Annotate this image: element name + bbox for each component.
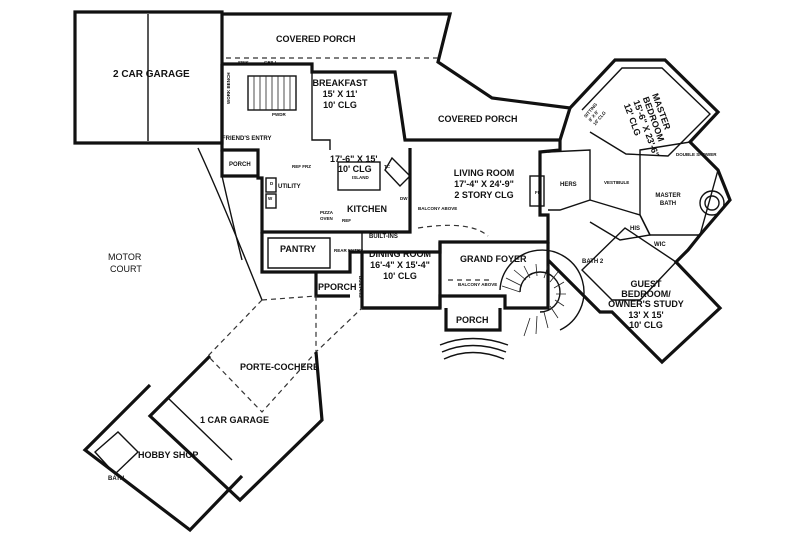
kitchen-dim: 17'-6" X 15' — [330, 154, 378, 164]
porte-cochere-outline — [207, 295, 363, 413]
tub-outline — [699, 190, 725, 216]
front-steps — [439, 337, 509, 360]
breakfast-walls — [311, 72, 331, 150]
porch-left-label: PORCH — [229, 162, 251, 168]
hobby-bath-label: BATH — [108, 476, 124, 482]
main-house-walls — [222, 62, 562, 310]
utility-label: UTILITY — [278, 184, 301, 190]
hers-label: HERS — [560, 182, 577, 188]
dining-room-label: DINING ROOM — [369, 249, 431, 259]
spiral-stair-outer — [499, 249, 585, 331]
kitchen-label: KITCHEN — [347, 204, 387, 214]
friends-entry-label: FRIEND'S ENTRY — [222, 136, 272, 142]
owners-study-label: OWNER'S STUDY — [608, 299, 684, 309]
one-car-garage-walls — [147, 351, 324, 503]
front-porch-walls — [444, 308, 502, 332]
grand-foyer-label: GRAND FOYER — [460, 254, 527, 264]
covered-porch-mid-label: COVERED PORCH — [438, 114, 518, 124]
hobby-shop-label: HOBBY SHOP — [138, 450, 198, 460]
guest-bedroom-walls — [581, 227, 678, 301]
washer-label: W — [268, 196, 273, 201]
his-label: HIS — [630, 226, 640, 232]
north-porch-walls — [222, 12, 573, 141]
his-closet — [589, 199, 652, 241]
fireplace-box — [529, 175, 545, 207]
breakfast-label: BREAKFAST — [312, 78, 368, 88]
driveway-curve-1 — [197, 147, 263, 301]
porte-cochere-label: PORTE-COCHERE — [240, 362, 319, 372]
garage-shop-divider — [167, 397, 233, 461]
kitchen-walls — [220, 64, 412, 234]
one-car-garage-label: 1 CAR GARAGE — [200, 415, 269, 425]
tub-inner — [704, 195, 720, 211]
kitchen-island — [337, 161, 381, 191]
kitchen-clg: 10' CLG — [338, 164, 372, 174]
dining-room-dim: 16'-4" X 15'-4" — [370, 260, 430, 270]
rear-entry-label: REAR ENTRY — [334, 248, 363, 253]
master-bath-label-1: MASTER — [655, 193, 681, 199]
living-room-dim: 17'-4" X 24'-9" — [454, 179, 514, 189]
oven-label: OVEN — [320, 216, 333, 221]
driveway-curve-2 — [221, 175, 243, 261]
dryer-label: D — [270, 181, 274, 186]
pantry-inner — [267, 237, 331, 269]
ref-label: REF — [342, 218, 351, 223]
balcony-above-label-2: BALCONY ABOVE — [458, 282, 497, 287]
pantry-walls — [260, 232, 362, 274]
sitting-label-group: SITTING 8' X 8' 10' CLG — [583, 101, 607, 126]
two-car-garage-label: 2 CAR GARAGE — [113, 69, 190, 80]
guest-clg: 10' CLG — [629, 320, 663, 330]
guest-bedroom-label: BEDROOM/ — [621, 289, 671, 299]
island-label: ISLAND — [352, 175, 370, 180]
built-ins-side-label: BUILT-INS — [358, 276, 363, 298]
pizza-label: PIZZA — [320, 210, 334, 215]
tc-label: TC — [384, 164, 391, 169]
balcony-above-label: BALCONY ABOVE — [418, 206, 457, 211]
service-stairs — [247, 75, 297, 111]
dw-label: DW — [400, 196, 408, 201]
master-bath-label-2: BATH — [660, 201, 676, 207]
pwdr-label: PWDR — [272, 112, 286, 117]
dryer — [265, 177, 277, 193]
pantry-label: PANTRY — [280, 244, 316, 254]
hobby-shop-walls — [82, 383, 244, 533]
master-bedroom-label-group: MASTER BEDROOM 15'-6" X 23'-6" 12' CLG — [622, 92, 673, 159]
fp-label: FP — [535, 190, 541, 195]
covered-porch-top-label: COVERED PORCH — [276, 34, 356, 44]
guest-label: GUEST — [630, 279, 662, 289]
grill-label: GRILL — [264, 60, 278, 65]
spiral-stair-inner — [519, 271, 561, 313]
sitting-dim: 8' X 8' — [588, 110, 600, 123]
ref-frz-label: REF FRZ — [292, 164, 311, 169]
dining-room-clg: 10' CLG — [383, 271, 417, 281]
breakfast-clg: 10' CLG — [323, 100, 357, 110]
wic-label: WIC — [654, 242, 666, 248]
hobby-bath-walls — [94, 431, 140, 476]
court-label: COURT — [110, 264, 142, 274]
guest-dim: 13' X 15' — [628, 310, 663, 320]
motor-label: MOTOR — [108, 252, 142, 262]
master-bedroom-inner — [581, 67, 712, 157]
pporch-label: PPORCH — [318, 282, 357, 292]
stair-treads — [501, 263, 566, 337]
porch-front-label: PORCH — [456, 315, 489, 325]
balcony-above-line — [417, 224, 489, 237]
foyer-walls — [438, 242, 550, 310]
work-bench-label: WORK BENCH — [226, 73, 231, 105]
double-shower-label: DOUBLE SHOWER — [676, 152, 717, 157]
built-ins-top-label: BUILT-INS — [369, 234, 398, 240]
vestibule-label: VESTIBULE — [604, 180, 629, 185]
sink-label: SINK — [238, 60, 250, 65]
living-room-label: LIVING ROOM — [454, 168, 515, 178]
living-room-clg: 2 STORY CLG — [454, 190, 513, 200]
breakfast-dim: 15' X 11' — [323, 89, 358, 99]
kitchen-counter — [384, 156, 411, 188]
bath2-label: BATH 2 — [582, 259, 604, 265]
washer — [265, 193, 277, 209]
